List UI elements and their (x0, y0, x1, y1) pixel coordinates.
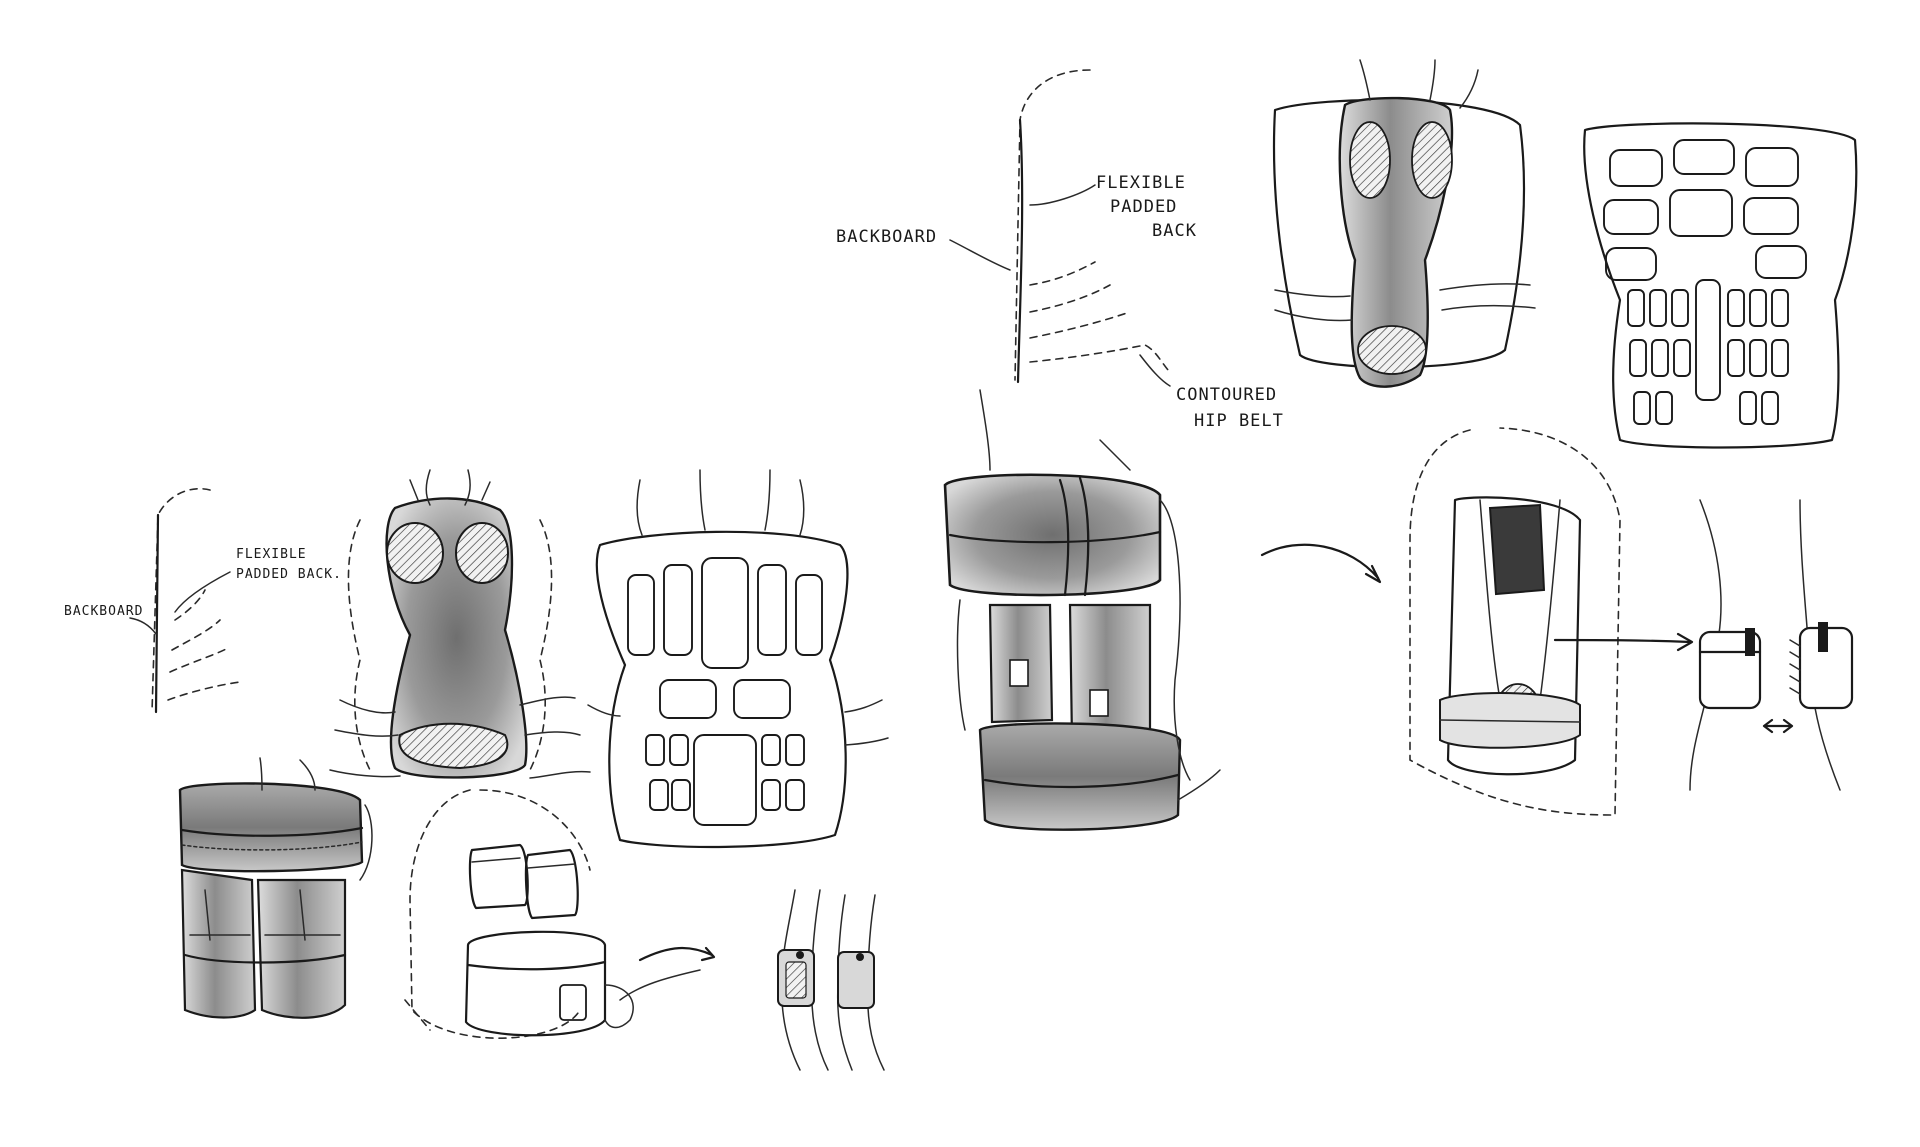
label-flexible-right-3: BACK (1152, 221, 1197, 241)
right-assembled-backpack (943, 389, 1221, 831)
label-flexible-left-1: FLEXIBLE (236, 547, 307, 562)
right-frame-grid (1583, 122, 1858, 449)
left-exploded-backpack (404, 789, 716, 1039)
label-flexible-right-1: FLEXIBLE (1096, 173, 1186, 193)
label-flexible-right-2: PADDED (1110, 197, 1177, 217)
left-side-profile (129, 488, 241, 714)
right-explode-arrow (1260, 543, 1382, 584)
right-shoulder-clips (1689, 499, 1854, 791)
label-flexible-left-2: PADDED BACK. (236, 567, 342, 582)
left-assembled-backpack (178, 757, 373, 1019)
left-shoulder-clips (777, 889, 885, 1071)
left-frame-grid (587, 469, 889, 849)
left-padded-back-shape (329, 469, 591, 779)
label-hip-belt-1: CONTOURED (1176, 385, 1277, 405)
right-exploded-backpack (1409, 427, 1694, 816)
label-backboard-right: BACKBOARD (836, 227, 937, 247)
right-padded-back-shape (1272, 59, 1536, 388)
label-hip-belt-2: HIP BELT (1194, 411, 1284, 431)
right-side-profile (949, 69, 1171, 387)
label-backboard-left: BACKBOARD (64, 604, 143, 619)
